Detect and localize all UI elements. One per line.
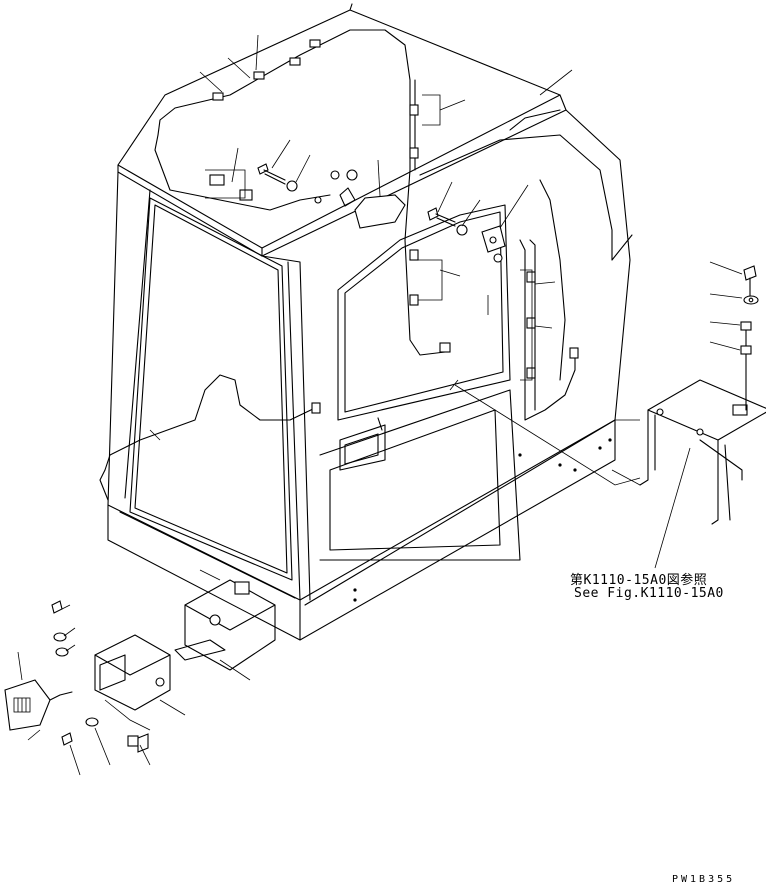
cab-roof xyxy=(117,3,567,257)
callout-brackets xyxy=(205,94,640,421)
cab-base xyxy=(107,419,616,641)
cab-front-pillars xyxy=(107,171,311,601)
leader-lines xyxy=(17,34,743,776)
lamp-mount-plate xyxy=(174,579,276,671)
cab-door-lower xyxy=(319,389,521,561)
rear-harness xyxy=(519,179,576,421)
room-lamp xyxy=(314,169,406,229)
guide-lines xyxy=(27,384,641,741)
cab-door-window xyxy=(337,204,511,421)
harness-connector xyxy=(209,39,579,414)
bracket-hardware xyxy=(740,265,759,411)
drawing-code: PW1B355 xyxy=(672,874,736,885)
base-bolt-holes xyxy=(353,438,612,602)
figure-reference-en: See Fig.K1110-15A0 xyxy=(574,586,724,601)
bolt xyxy=(427,207,468,236)
cab-front-window xyxy=(129,197,293,581)
work-lamp xyxy=(4,679,73,731)
lamp-housing xyxy=(94,634,171,711)
controller-bracket xyxy=(639,379,766,525)
front-window-harness xyxy=(99,374,316,501)
switch-bracket xyxy=(481,225,506,263)
roof-harness xyxy=(154,29,446,356)
cab-side-panel xyxy=(261,109,633,606)
figure-reference-jp: 第K1110-15A0図参照 xyxy=(570,573,708,588)
bolt xyxy=(257,163,298,192)
